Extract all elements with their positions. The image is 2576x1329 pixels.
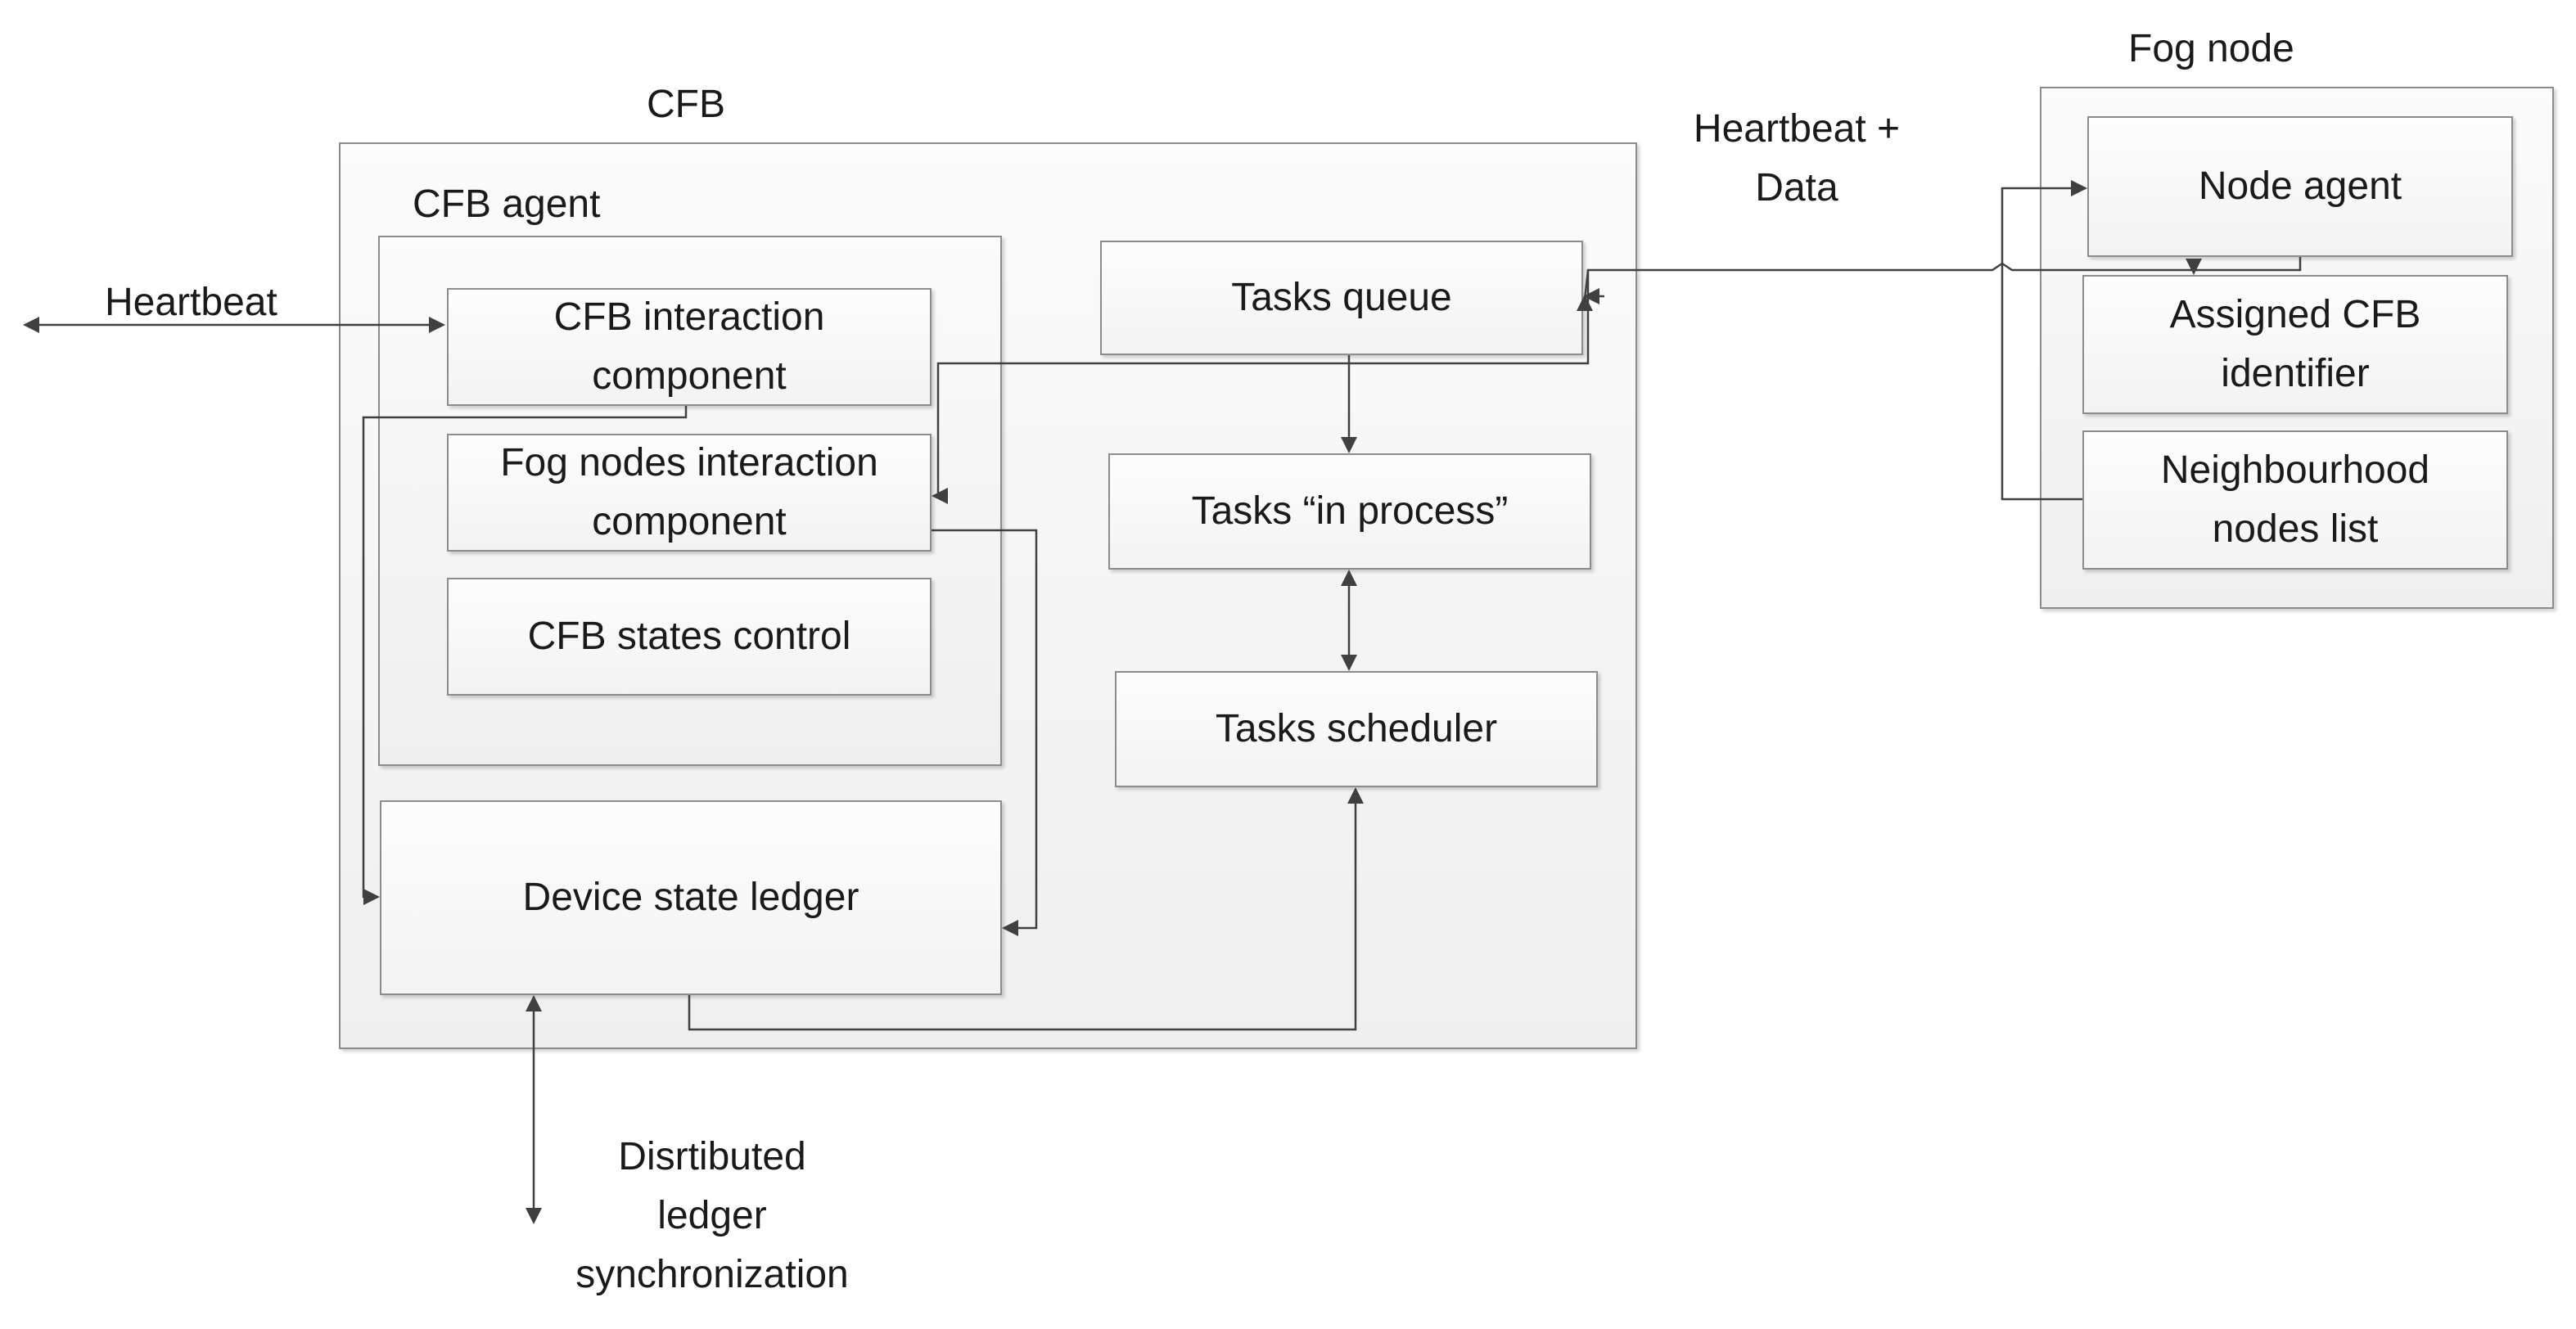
tasks-in-process-label: Tasks “in process” (1191, 489, 1509, 533)
cfb-interaction-component-line-1: CFB interaction (553, 295, 825, 339)
node-agent-label: Node agent (2198, 164, 2402, 208)
fog-nodes-interaction-component: Fog nodes interaction component (447, 434, 932, 552)
assigned-cfb-identifier-line-2: identifier (2221, 352, 2370, 395)
cfb-agent-title: CFB agent (413, 182, 601, 226)
ledger-to-scheduler-arrow (688, 787, 1364, 1031)
node-agent: Node agent (2087, 116, 2513, 257)
neighbourhood-to-node-agent-arrow (2001, 180, 2087, 501)
fog-node-title: Fog node (2128, 27, 2294, 70)
neighbourhood-nodes-list-line-2: nodes list (2212, 507, 2379, 551)
interaction-to-ledger-arrow (362, 406, 688, 905)
tasks-queue: Tasks queue (1100, 241, 1583, 355)
tasks-queue-label: Tasks queue (1231, 276, 1452, 319)
tasks-scheduler-label: Tasks scheduler (1215, 707, 1498, 750)
tasks-in-process: Tasks “in process” (1108, 453, 1591, 570)
cfb-title: CFB (647, 83, 725, 126)
fog-nodes-interaction-component-line-2: component (592, 500, 787, 543)
neighbourhood-nodes-list-line-1: Neighbourhood (2160, 448, 2430, 492)
tasks-queue-to-fog-interaction-arrow (932, 270, 1590, 504)
assigned-cfb-identifier: Assigned CFB identifier (2082, 275, 2508, 414)
cfb-interaction-component-line-2: component (592, 354, 787, 398)
cfb-states-control-label: CFB states control (527, 615, 851, 658)
heartbeat-data-line-1: Heartbeat + (1693, 107, 1901, 151)
heartbeat-data-label: Heartbeat + Data (1662, 100, 1932, 218)
neighbourhood-nodes-list: Neighbourhood nodes list (2082, 430, 2508, 570)
heartbeat-data-line-2: Data (1755, 166, 1838, 209)
device-state-ledger: Device state ledger (380, 800, 1002, 995)
cfb-states-control: CFB states control (447, 578, 932, 696)
fog-interaction-to-ledger-arrow (932, 529, 1038, 936)
assigned-cfb-identifier-line-1: Assigned CFB (2169, 293, 2421, 336)
device-state-ledger-label: Device state ledger (522, 876, 859, 919)
distributed-sync-line-1: Disrtibuted (618, 1135, 806, 1178)
distributed-sync-label: Disrtibuted ledger synchronization (540, 1128, 884, 1304)
distributed-sync-line-3: synchronization (575, 1253, 849, 1296)
cfb-interaction-component: CFB interaction component (447, 288, 932, 406)
tasks-scheduler: Tasks scheduler (1115, 671, 1598, 787)
fog-nodes-interaction-component-line-1: Fog nodes interaction (500, 441, 878, 484)
distributed-sync-line-2: ledger (657, 1194, 767, 1237)
